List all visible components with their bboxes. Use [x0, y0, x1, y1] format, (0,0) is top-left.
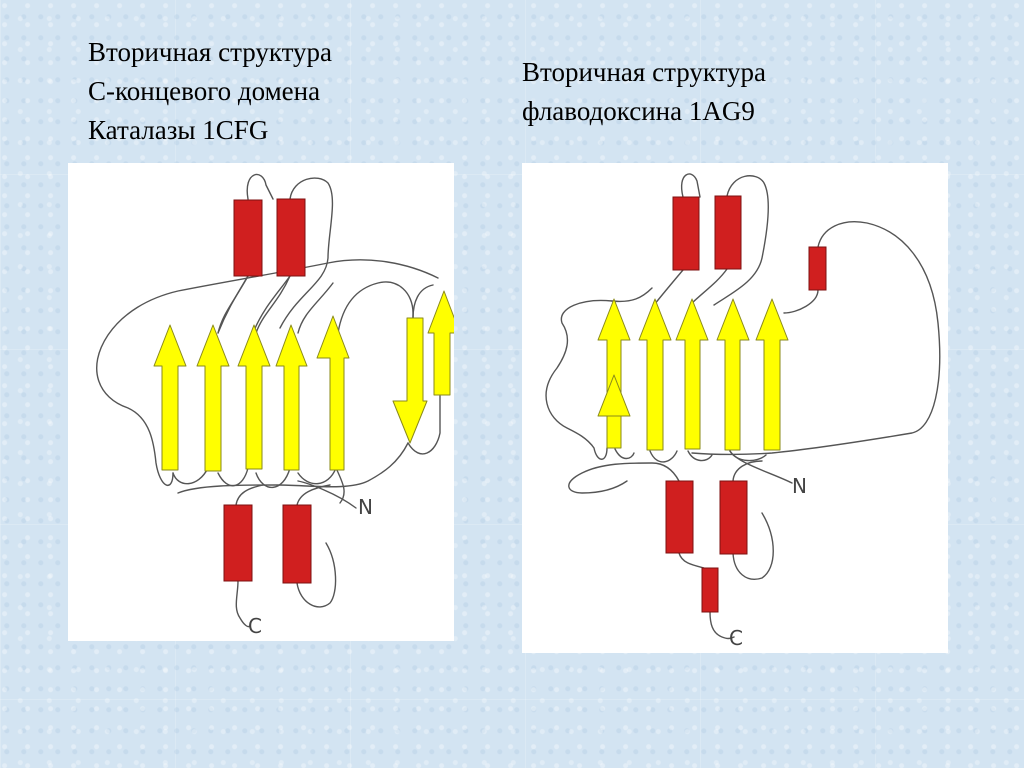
helix-upper-right — [276, 198, 306, 277]
loop-strand-top-b — [255, 275, 291, 334]
loop-lower-helix-left-top — [235, 484, 264, 506]
loop-connections — [96, 173, 441, 628]
loop-strand1-2 — [172, 467, 209, 485]
helix-upper-left — [672, 196, 700, 271]
loop-right-down — [177, 442, 409, 494]
loop-left-wide — [545, 299, 613, 460]
loop-lower-left-top — [568, 462, 680, 494]
loop-lower-helix-right-top — [296, 484, 331, 506]
loop-lower-right-bottom — [732, 512, 774, 580]
topology-diagram-flavodoxin: N C — [522, 163, 948, 653]
helix-lower-left — [665, 480, 694, 554]
strand-3 — [237, 324, 271, 470]
loop-right-hairpin — [335, 281, 414, 504]
caption-line: Вторичная структура — [522, 57, 767, 87]
helix-small-right — [808, 246, 827, 291]
strand-1-second-head — [597, 374, 631, 417]
loop-strand-bottom-2 — [649, 450, 678, 463]
loop-lower-to-small — [678, 552, 705, 569]
c-terminus-label: C — [248, 614, 262, 638]
strand-4 — [275, 324, 308, 471]
loop-right-big — [691, 221, 941, 456]
helix-lower-small — [701, 567, 719, 613]
loop-strand-top-a — [217, 275, 249, 334]
loop-hairpin-bottom — [407, 395, 441, 455]
loop-strand-top-c — [297, 282, 334, 334]
caption-line: флаводоксина 1AG9 — [522, 96, 755, 126]
loop-helix1-top — [246, 173, 274, 200]
strand-hairpin-up — [427, 290, 454, 396]
loop-strand-bottom-1 — [614, 448, 635, 460]
strand-5 — [316, 315, 350, 471]
loop-helix2-bottom — [252, 275, 291, 334]
strand-1 — [597, 298, 631, 449]
loop-lower-right-top — [732, 460, 763, 482]
caption-line: С-концевого домена — [88, 76, 321, 106]
caption-line: Каталазы 1CFG — [88, 115, 269, 145]
loop-n-terminus — [297, 480, 357, 509]
helix-upper-left — [233, 199, 263, 277]
loop-helix1-bottom — [653, 269, 684, 306]
helix-lower-right — [282, 504, 312, 584]
loop-c-terminus — [235, 580, 251, 628]
loop-helix2-top — [713, 175, 769, 306]
loop-right-top — [412, 284, 434, 319]
loop-c-terminus — [709, 611, 735, 640]
c-terminus-label: C — [729, 626, 743, 650]
loop-strand3-4 — [255, 467, 291, 489]
n-terminus-label: N — [792, 474, 807, 498]
loop-strand-link-a — [611, 287, 653, 303]
strand-2 — [638, 298, 672, 451]
topology-svg: N C — [96, 173, 454, 638]
helix-upper-right — [714, 195, 742, 270]
loop-left-wide — [96, 259, 439, 486]
caption-line: Вторичная структура — [88, 37, 333, 67]
strand-hairpin-down — [392, 317, 428, 444]
caption-flavodoxin: Вторичная структура флаводоксина 1AG9 — [522, 53, 766, 131]
helix-lower-right — [719, 480, 748, 555]
loop-strand2-3 — [217, 467, 249, 487]
topology-diagram-catalase: N C — [68, 163, 454, 641]
loop-helix1-top — [680, 173, 701, 198]
loop-small-helix-bottom — [783, 289, 819, 314]
helix-lower-left — [223, 504, 253, 582]
loop-n-terminus — [729, 450, 793, 484]
strand-4 — [716, 298, 750, 451]
strand-2 — [196, 324, 230, 472]
loop-strand4-5 — [297, 467, 337, 485]
loop-lower-helix-right-bottom — [296, 542, 337, 608]
strand-3 — [675, 298, 709, 450]
n-terminus-label: N — [358, 495, 373, 519]
topology-svg: N C — [545, 173, 941, 650]
caption-catalase: Вторичная структура С-концевого домена К… — [88, 33, 332, 150]
loop-strand-bottom-3 — [687, 450, 713, 462]
strand-1 — [153, 324, 187, 471]
strand-5 — [755, 298, 789, 451]
loop-helix2-top — [279, 177, 334, 329]
